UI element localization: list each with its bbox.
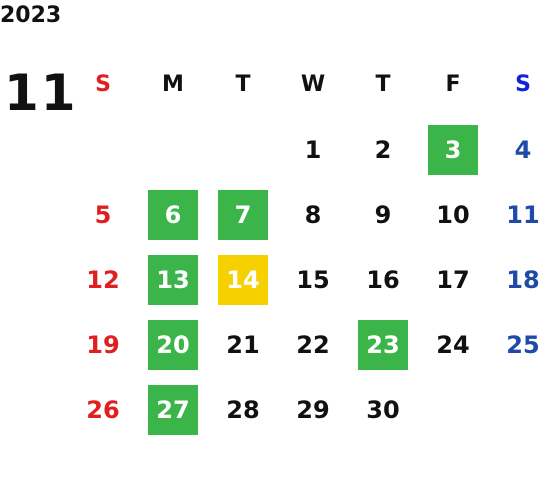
day-number: 24 [436, 330, 470, 359]
day-cell[interactable]: 5 [68, 182, 138, 247]
day-number: 1 [304, 135, 322, 164]
day-cell[interactable]: 3 [418, 117, 488, 182]
calendar-year: 2023 [0, 3, 62, 28]
day-number: 18 [506, 265, 540, 294]
day-cell[interactable]: 19 [68, 312, 138, 377]
day-cell[interactable]: 30 [348, 377, 418, 442]
weekday-header-monday: M [162, 72, 184, 97]
day-cell[interactable]: 25 [488, 312, 548, 377]
weekday-header-sunday: S [95, 72, 111, 97]
day-number: 16 [366, 265, 400, 294]
day-cell[interactable]: 8 [278, 182, 348, 247]
day-number: 22 [296, 330, 330, 359]
day-number: 30 [366, 395, 400, 424]
day-cell[interactable]: 10 [418, 182, 488, 247]
weekday-header-wednesday: W [300, 72, 326, 97]
weekday-header-tuesday: T [235, 72, 251, 97]
day-cell[interactable]: 13 [138, 247, 208, 312]
day-number: 19 [86, 330, 120, 359]
day-cell[interactable]: 21 [208, 312, 278, 377]
day-number: 17 [436, 265, 470, 294]
today-day-number: 14 [218, 254, 268, 305]
day-cell[interactable]: 27 [138, 377, 208, 442]
day-number: 21 [226, 330, 260, 359]
day-cell[interactable]: 7 [208, 182, 278, 247]
day-number: 26 [86, 395, 120, 424]
day-number: 2 [374, 135, 392, 164]
empty-day-cell [68, 117, 138, 182]
day-number: 25 [506, 330, 540, 359]
day-cell[interactable]: 15 [278, 247, 348, 312]
highlighted-day-number: 7 [218, 189, 268, 240]
day-cell[interactable]: 2 [348, 117, 418, 182]
highlighted-day-number: 13 [148, 254, 198, 305]
day-number: 9 [374, 200, 392, 229]
weekday-header-thursday: T [375, 72, 391, 97]
day-cell[interactable]: 20 [138, 312, 208, 377]
day-cell[interactable]: 16 [348, 247, 418, 312]
highlighted-day-number: 6 [148, 189, 198, 240]
day-number: 29 [296, 395, 330, 424]
weekday-header-saturday: S [515, 72, 531, 97]
day-cell[interactable]: 4 [488, 117, 548, 182]
empty-day-cell [488, 377, 548, 442]
weekday-header-friday: F [445, 72, 461, 97]
day-number: 11 [506, 200, 540, 229]
day-cell[interactable]: 18 [488, 247, 548, 312]
day-cell[interactable]: 23 [348, 312, 418, 377]
day-number: 10 [436, 200, 470, 229]
highlighted-day-number: 20 [148, 319, 198, 370]
day-cell[interactable]: 29 [278, 377, 348, 442]
day-cell[interactable]: 11 [488, 182, 548, 247]
day-cell[interactable]: 6 [138, 182, 208, 247]
day-cell[interactable]: 14 [208, 247, 278, 312]
empty-day-cell [418, 377, 488, 442]
day-number: 4 [514, 135, 532, 164]
empty-day-cell [208, 117, 278, 182]
day-cell[interactable]: 24 [418, 312, 488, 377]
highlighted-day-number: 23 [358, 319, 408, 370]
day-cell[interactable]: 9 [348, 182, 418, 247]
calendar-month: 11 [4, 64, 78, 122]
day-cell[interactable]: 12 [68, 247, 138, 312]
day-number: 12 [86, 265, 120, 294]
highlighted-day-number: 3 [428, 124, 478, 175]
day-cell[interactable]: 1 [278, 117, 348, 182]
empty-day-cell [138, 117, 208, 182]
day-number: 28 [226, 395, 260, 424]
day-cell[interactable]: 26 [68, 377, 138, 442]
day-number: 15 [296, 265, 330, 294]
highlighted-day-number: 27 [148, 384, 198, 435]
day-cell[interactable]: 17 [418, 247, 488, 312]
day-number: 8 [304, 200, 322, 229]
day-cell[interactable]: 22 [278, 312, 348, 377]
day-cell[interactable]: 28 [208, 377, 278, 442]
day-number: 5 [94, 200, 112, 229]
